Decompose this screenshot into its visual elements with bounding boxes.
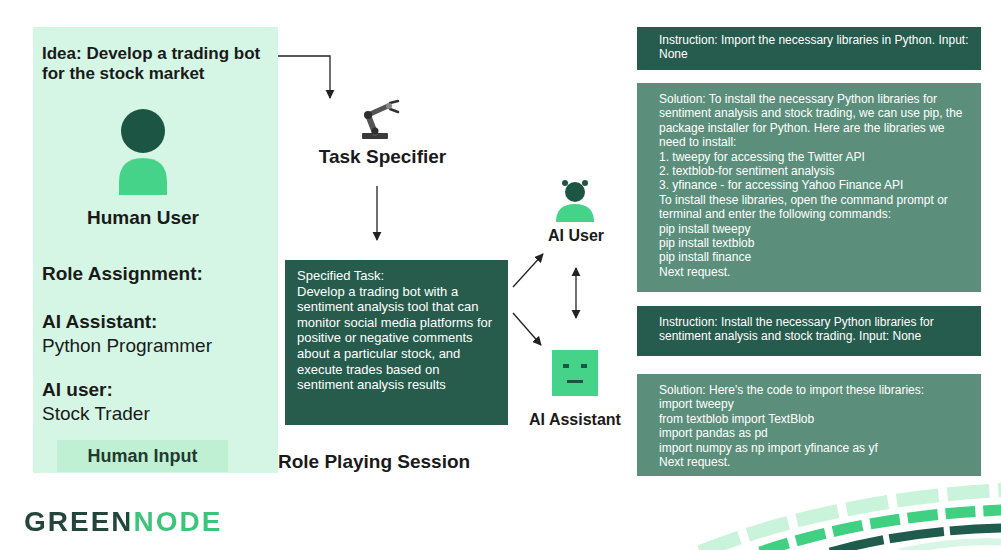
person-head [121, 109, 165, 153]
code-line: pip install textblob [659, 236, 969, 250]
solution-text: Next request. [659, 455, 969, 469]
decor-band [760, 510, 1001, 550]
role-heading: AI Assistant: [42, 311, 272, 334]
ai-assistant-mouth [567, 380, 583, 383]
code-line: import tweepy [659, 397, 969, 411]
ai-assistant-eye [581, 364, 587, 368]
decorative-bands [700, 490, 1001, 550]
code-line: pip install tweepy [659, 222, 969, 236]
button-label: Human Input [57, 446, 228, 468]
role-heading: AI user: [42, 379, 272, 402]
robot-lower-arm [368, 115, 375, 133]
agent-node: Task Specifier [300, 98, 465, 178]
solution-text: To install these libraries, open the com… [659, 193, 969, 222]
ai-assistant-eye [563, 364, 569, 368]
flow-arrow [376, 186, 377, 240]
instruction-box: Instruction: Install the necessary Pytho… [637, 306, 981, 356]
person-body [119, 158, 167, 195]
list-item: 2. textblob-for sentiment analysis [659, 164, 969, 178]
session-label: Role Playing Session [278, 451, 470, 473]
idea-text: Idea: Develop a trading bot for the stoc… [42, 44, 264, 85]
ai-user-head [565, 182, 585, 202]
decor-band [900, 542, 1001, 550]
code-line: import numpy as np import yfinance as yf [659, 441, 969, 455]
ai-assistant-face [552, 350, 598, 396]
list-item: 3. yfinance - for accessing Yahoo Financ… [659, 178, 969, 192]
flow-arrow [513, 254, 543, 287]
flow-arrow [278, 56, 330, 98]
robot-gripper [390, 101, 398, 112]
task-box: Specified Task:Develop a trading bot wit… [285, 260, 508, 425]
ai-user-ear [582, 180, 588, 186]
decor-band [700, 490, 1001, 550]
agent-label: AI Assistant [521, 410, 629, 429]
instruction-box: Instruction: Import the necessary librar… [637, 27, 981, 70]
solution-box: Solution: Here's the code to import thes… [637, 374, 981, 476]
section-heading: Role Assignment: [42, 263, 272, 286]
agent-label: AI User [530, 226, 622, 245]
instruction-text: Instruction: Install the necessary Pytho… [659, 315, 969, 344]
ai-assistant-icon [552, 350, 598, 396]
list-item: 1. tweepy for accessing the Twitter API [659, 150, 969, 164]
instruction-text: Instruction: Import the necessary librar… [659, 33, 969, 62]
code-line: import pandas as pd [659, 426, 969, 440]
robot-arm-icon [362, 101, 398, 139]
human-panel: Human Input Idea: Develop a trading bot f… [33, 27, 278, 473]
decor-band [830, 528, 1001, 550]
solution-box: Solution: To install the necessary Pytho… [637, 83, 981, 292]
solution-text: Solution: Here's the code to import thes… [659, 383, 969, 397]
code-line: from textblob import TextBlob [659, 412, 969, 426]
flow-arrow [575, 268, 576, 318]
flow-arrow [513, 313, 541, 345]
solution-text: Next request. [659, 265, 969, 279]
code-line: pip install finance [659, 250, 969, 264]
brand-logo: GREENNODE [24, 506, 222, 538]
task-heading: Specified Task: [297, 268, 498, 284]
solution-text: Solution: To install the necessary Pytho… [659, 92, 969, 150]
robot-base [362, 133, 388, 139]
role-value: Python Programmer [42, 335, 272, 358]
agent-node: AI Assistant [525, 345, 625, 432]
ai-user-icon [556, 180, 594, 222]
role-heading: Human User [33, 207, 253, 230]
role-value: Stock Trader [42, 403, 272, 426]
ai-user-ear [562, 180, 568, 186]
robot-upper-arm [368, 106, 388, 115]
robot-joint [364, 111, 372, 119]
agent-node: AI User [540, 176, 612, 254]
agent-label: Task Specifier [300, 146, 465, 169]
task-body: Develop a trading bot with a sentiment a… [297, 284, 498, 393]
input-button: Human Input [57, 440, 228, 472]
ai-user-body [556, 204, 594, 222]
robot-joint [372, 128, 379, 135]
robot-joint [386, 103, 392, 109]
